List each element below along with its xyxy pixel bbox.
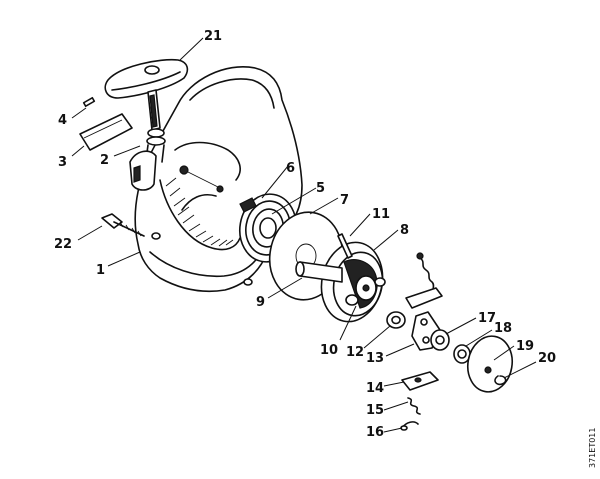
callout-2: 2 [100,153,109,168]
air-intake-grille [159,177,241,251]
callout-4: 4 [58,113,67,128]
part-pawl-assembly [405,252,443,309]
callout-1: 1 [96,263,105,278]
part-cover-plate [79,113,133,151]
callout-21: 21 [204,29,222,44]
drawing-code: 371ET011 [588,428,597,468]
part-cover-disc [466,335,514,393]
callout-16: 16 [366,425,384,440]
callout-9: 9 [256,295,265,310]
callout-13: 13 [366,351,384,366]
callout-3: 3 [58,155,67,170]
part-pawl [401,371,439,391]
callout-14: 14 [366,381,384,396]
callout-7: 7 [340,193,349,208]
part-screw [101,213,145,237]
callout-8: 8 [400,223,409,238]
part-washer-18 [453,344,471,364]
part-starter-grip [104,58,189,163]
callout-11: 11 [372,207,390,222]
part-pawl-pin [400,421,419,431]
callout-15: 15 [366,403,384,418]
part-pawl-spring [407,397,421,415]
part-rope-rotor [295,241,386,323]
leader-lines [71,37,537,433]
part-clip [494,375,507,386]
part-washer-17 [430,329,450,351]
callout-18: 18 [494,321,512,336]
callout-10: 10 [320,343,338,358]
callout-12: 12 [346,345,364,360]
part-guide-bush [129,150,157,191]
callout-17: 17 [478,311,496,326]
callout-5: 5 [316,181,325,196]
callout-22: 22 [54,237,72,252]
callout-6: 6 [286,161,295,176]
part-small-washer [386,311,406,329]
part-pin [82,96,96,108]
callout-20: 20 [538,351,556,366]
callout-numbers: 21 4 3 2 6 5 7 11 8 22 1 9 10 12 13 17 1… [54,29,556,440]
callout-19: 19 [516,339,534,354]
part-rotor-pin [337,233,353,259]
